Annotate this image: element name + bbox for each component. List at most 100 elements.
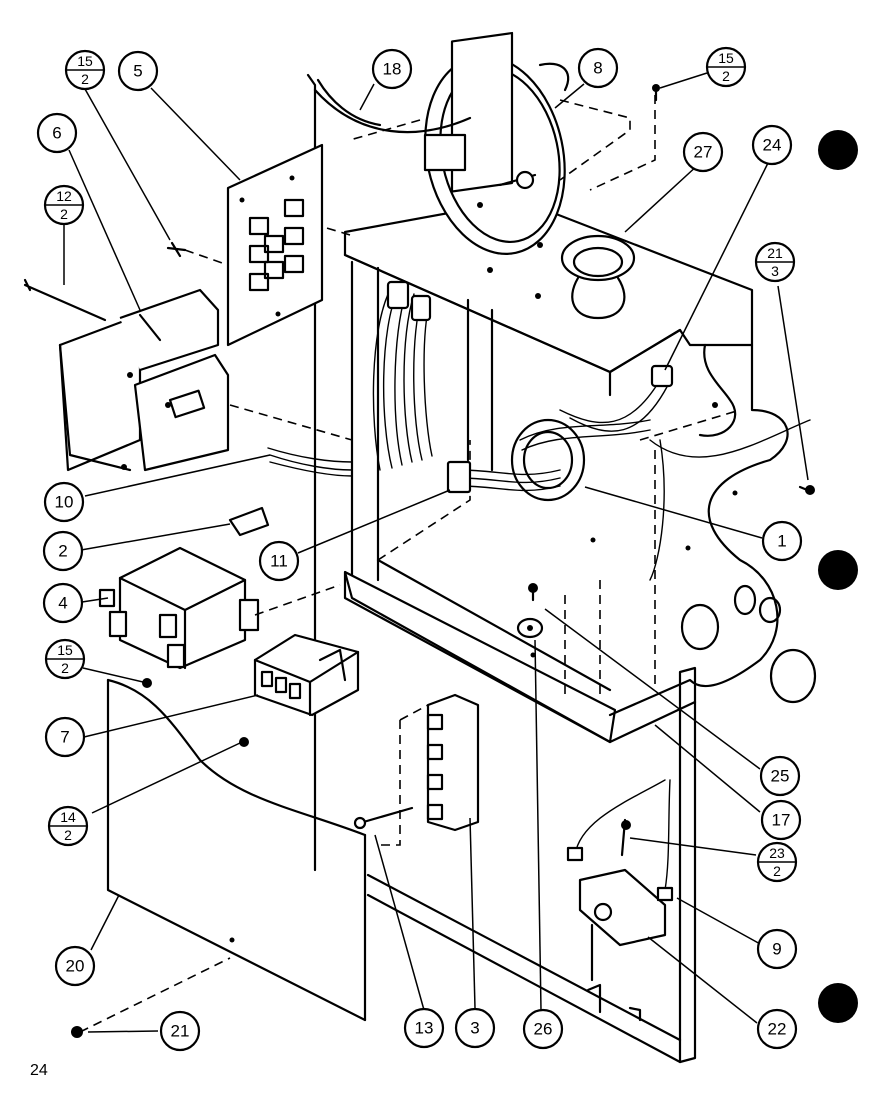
callout-label: 27: [694, 143, 713, 162]
callout-label: 5: [133, 62, 142, 81]
callout-label: 2: [58, 542, 67, 561]
fraction-numerator: 15: [77, 53, 93, 69]
callout-22: 22: [756, 1008, 798, 1050]
callout-circle: [42, 530, 84, 572]
part-3-terminal-strip: [426, 693, 480, 832]
callout-circle: [36, 112, 78, 154]
callout-13: 13: [403, 1007, 445, 1049]
fraction-numerator: 14: [60, 809, 76, 825]
callout-label: 1: [777, 532, 786, 551]
fraction-numerator: 12: [56, 188, 72, 204]
callout-20: 20: [54, 945, 96, 987]
callout-24: 24: [751, 124, 793, 166]
callout-circle: [42, 582, 84, 624]
fraction-callout-15-2: 152: [705, 46, 747, 88]
callout-label: 13: [415, 1019, 434, 1038]
callout-circle: [117, 50, 159, 92]
part-27-grommet: [535, 234, 636, 320]
callout-circle: [760, 799, 802, 841]
part-9-lead-wires: [574, 779, 671, 891]
callout-label: 4: [58, 594, 67, 613]
fraction-numerator: 21: [767, 245, 783, 261]
callout-circle: [577, 47, 619, 89]
callout-label: 8: [593, 59, 602, 78]
leader-lines: [63, 72, 809, 1033]
callout-label: 10: [55, 493, 74, 512]
fraction-numerator: 15: [718, 50, 734, 66]
callout-circle: [371, 48, 413, 90]
screw-21: [71, 1026, 83, 1038]
callout-circle: [43, 481, 85, 523]
registration-mark-bottom: [818, 983, 858, 1023]
callout-label: 18: [383, 60, 402, 79]
fraction-callout-15-2: 152: [44, 638, 86, 680]
callout-circle: [761, 520, 803, 562]
callout-4: 4: [42, 582, 84, 624]
part-22-switch: [578, 868, 667, 982]
callout-8: 8: [577, 47, 619, 89]
page-number: 24: [30, 1062, 48, 1079]
fraction-denominator: 2: [64, 827, 72, 843]
callout-6: 6: [36, 112, 78, 154]
fraction-denominator: 3: [771, 263, 779, 279]
fraction-denominator: 2: [81, 71, 89, 87]
callout-circle: [54, 945, 96, 987]
control-box-housing: [343, 198, 817, 744]
callout-label: 24: [763, 136, 782, 155]
screw-15-2-upper-left: [166, 241, 187, 258]
part-7-contactor: [253, 633, 360, 717]
callout-5: 5: [117, 50, 159, 92]
callout-18: 18: [371, 48, 413, 90]
fraction-callout-14-2: 142: [47, 805, 89, 847]
screw-14-2: [239, 737, 249, 747]
callout-9: 9: [756, 928, 798, 970]
callout-label: 11: [270, 552, 288, 571]
callout-label: 6: [52, 124, 61, 143]
callout-label: 7: [60, 728, 69, 747]
callout-25: 25: [759, 755, 801, 797]
callout-label: 9: [772, 940, 781, 959]
callout-7: 7: [44, 716, 86, 758]
screw-15-2-lower-left: [142, 678, 152, 688]
part-6-transformer: [58, 288, 230, 472]
callout-circle: [759, 755, 801, 797]
callout-label: 20: [66, 957, 85, 976]
fraction-denominator: 2: [61, 660, 69, 676]
part-4-relay: [98, 546, 260, 670]
callout-circle: [682, 131, 724, 173]
fraction-numerator: 23: [769, 845, 785, 861]
callout-label: 26: [534, 1020, 553, 1039]
callout-label: 25: [771, 767, 790, 786]
fraction-denominator: 2: [722, 68, 730, 84]
callout-10: 10: [43, 481, 85, 523]
fraction-callout-12-2: 122: [43, 184, 85, 226]
part-8-pressure-switch: [423, 31, 570, 273]
callout-circle: [159, 1010, 201, 1052]
callout-circle: [751, 124, 793, 166]
registration-mark-top: [818, 130, 858, 170]
callout-17: 17: [760, 799, 802, 841]
callout-label: 21: [171, 1022, 190, 1041]
fraction-denominator: 2: [773, 863, 781, 879]
callout-label: 3: [470, 1019, 479, 1038]
callout-21: 21: [159, 1010, 201, 1052]
callout-11: 11: [258, 540, 300, 582]
part-10-wires: [267, 447, 353, 477]
fraction-callout-23-2: 232: [756, 841, 798, 883]
fraction-denominator: 2: [60, 206, 68, 222]
rear-panel-outline: [299, 73, 656, 872]
callout-1: 1: [761, 520, 803, 562]
part-5-terminal-board: [226, 143, 324, 347]
callout-circle: [258, 540, 300, 582]
bolt-12-2: [23, 278, 107, 322]
fraction-callout-21-3: 213: [754, 241, 796, 283]
callout-circle: [756, 1008, 798, 1050]
part-13-bolt: [358, 806, 414, 825]
callout-3: 3: [454, 1007, 496, 1049]
callout-2: 2: [42, 530, 84, 572]
registration-mark-middle: [818, 550, 858, 590]
callout-circle: [454, 1007, 496, 1049]
